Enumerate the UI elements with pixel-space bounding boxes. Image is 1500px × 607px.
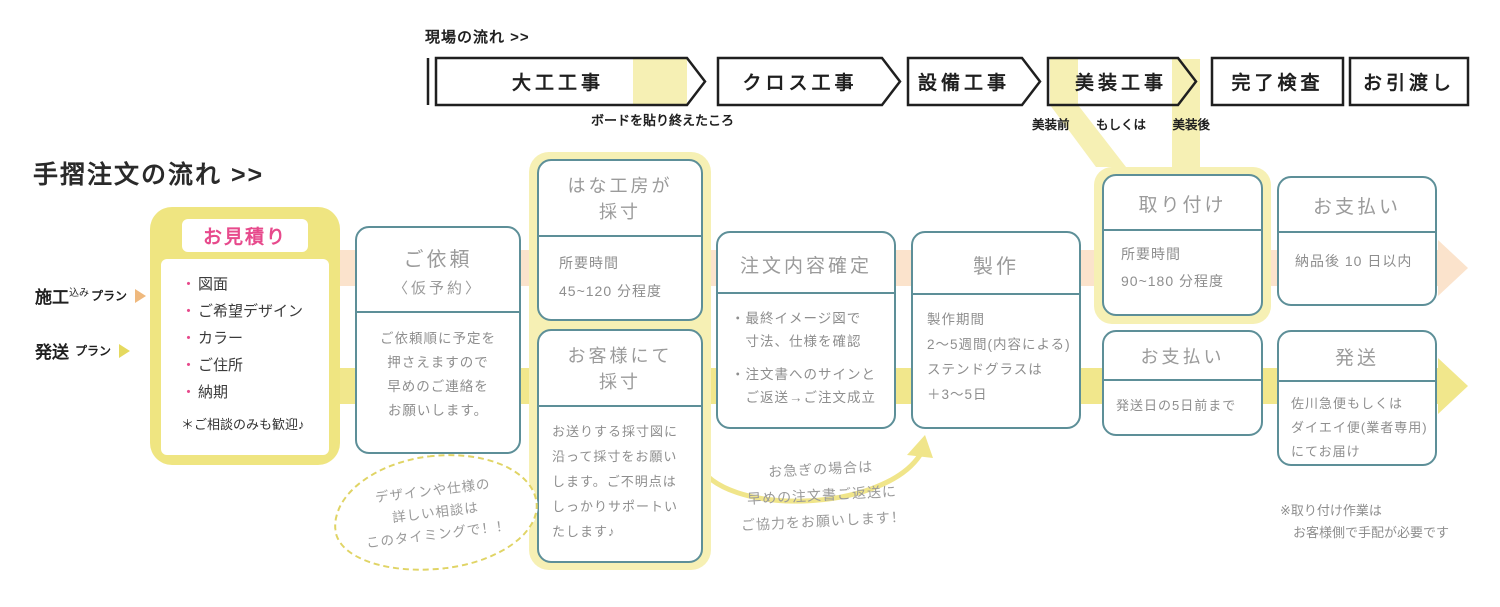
quote-title: お見積り [202,227,287,248]
payment-before-ship-box: お支払い 発送日の5日前まで [1102,330,1263,436]
divider [913,293,1079,295]
install-box: 取り付け 所要時間 90~180 分程度 [1102,174,1263,316]
before-cleaning-label: 美装前 [1032,118,1070,132]
divider [1104,229,1261,231]
site-flow-step-handover: お引渡し [1362,72,1455,94]
before-cleaning-highlight [1050,59,1078,105]
quote-box: お見積り ・図面 ・ご希望デザイン ・カラー ・ご住所 ・納期 ＊ご相談のみも歓… [150,207,340,465]
board-phase-highlight [633,59,687,104]
order-flow-heading: 手摺注文の流れ >> [33,161,265,189]
quote-item: ・カラー [181,325,329,352]
measure-customer-title: お客様にて 採寸 [567,346,673,392]
plan-shipping-arrow-icon [119,343,131,358]
plan-construction-small: 込み [69,288,89,299]
measure-customer-box: お客様にて 採寸 お送りする採寸図に 沿って採寸をお願い します。ご不明点は し… [537,329,703,563]
plan-construction-main: 施工 [35,288,69,307]
install-title: 取り付け [1138,195,1227,216]
payment-before-ship-title: お支払い [1140,347,1225,367]
payment-after-install-box: お支払い 納品後 10 日以内 [1277,176,1437,306]
site-flow-step-equipment: 設備工事 [917,72,1010,94]
site-flow-step-cleaning: 美装工事 [1074,72,1167,94]
rush-arrow-icon [695,435,933,504]
shipping-body: 佐川急便もしくは ダイエイ便(業者専用) にてお届け [1291,396,1428,459]
measure-shop-box: はな工房が 採寸 所要時間 45~120 分程度 [537,159,703,321]
after-cleaning-label: 美装後 [1172,118,1210,132]
request-body: ご依頼順に予定を 押さえますので 早めのご連絡を お願いします。 [380,331,496,418]
divider [1279,380,1435,382]
shipping-plan-arrowhead-icon [1438,358,1468,414]
divider [1104,379,1261,381]
divider [718,292,894,294]
quote-item: ・納期 [181,379,329,406]
production-box: 製作 製作期間 2〜5週間(内容による) ステンドグラスは ＋3〜5日 [911,231,1081,429]
bullet-icon: ・ [181,357,197,374]
quote-content: ・図面 ・ご希望デザイン ・カラー ・ご住所 ・納期 ＊ご相談のみも歓迎♪ [161,259,329,455]
measure-shop-title: はな工房が 採寸 [567,176,673,222]
shipping-box: 発送 佐川急便もしくは ダイエイ便(業者専用) にてお届け [1277,330,1437,466]
quote-item: ・図面 [181,271,329,298]
divider [539,405,701,407]
confirm-body-2: ・注文書へのサインと ご返送→ご注文成立 [731,367,876,405]
divider [1279,231,1435,233]
bullet-icon: ・ [181,276,197,293]
board-note: ボードを貼り終えたころ [590,113,734,128]
quote-item-text: 図面 [198,276,229,293]
cleaning-timing-labels: 美装前 もしくは 美装後 [1032,114,1210,133]
confirm-box: 注文内容確定 ・最終イメージ図で 寸法、仕様を確認 ・注文書へのサインと ご返送… [716,231,896,429]
design-consult-bubble: デザインや仕様の 詳しい相談は このタイミングで！！ [326,442,545,583]
quote-title-pill: お見積り [182,219,308,252]
divider [539,235,701,237]
bullet-icon: ・ [181,384,197,401]
divider [357,311,519,313]
site-flow-step-inspection: 完了検査 [1231,72,1324,94]
bullet-icon: ・ [181,330,197,347]
payment-after-install-title: お支払い [1312,197,1401,218]
quote-item-text: カラー [198,330,244,347]
or-label: もしくは [1095,118,1146,132]
site-flow-heading: 現場の流れ >> [425,29,530,46]
shipping-title: 発送 [1334,348,1379,369]
quote-item: ・ご希望デザイン [181,298,329,325]
after-cleaning-highlight [1172,59,1200,168]
install-body: 所要時間 90~180 分程度 [1121,246,1224,289]
confirm-body-1: ・最終イメージ図で 寸法、仕様を確認 [731,311,862,349]
rush-note: お急ぎの場合は 早めの注文書ご返送に ご協力をお願いします！ [740,458,907,534]
bullet-icon: ・ [181,303,197,320]
fork-left-prong [1050,105,1126,167]
measure-customer-body: お送りする採寸図に 沿って採寸をお願い します。ご不明点は しっかりサポートい … [552,424,679,539]
install-note: ※取り付け作業は お客様側で手配が必要です [1280,503,1450,540]
quote-item-text: 納期 [198,384,229,401]
request-box: ご依頼 〈仮予約〉 ご依頼順に予定を 押さえますので 早めのご連絡を お願いしま… [355,226,521,454]
confirm-title: 注文内容確定 [739,256,872,277]
quote-item: ・ご住所 [181,352,329,379]
plan-construction-arrow-icon [135,288,147,303]
design-consult-text: デザインや仕様の 詳しい相談は このタイミングで！！ [365,475,511,551]
request-subtitle: 〈仮予約〉 [392,280,483,297]
construction-plan-arrowhead-icon [1438,240,1468,296]
plan-shipping-suffix: プラン [75,344,112,358]
payment-before-ship-body: 発送日の5日前まで [1116,398,1237,413]
plan-shipping-main: 発送 [35,343,69,362]
production-body: 製作期間 2〜5週間(内容による) ステンドグラスは ＋3〜5日 [927,312,1071,402]
quote-note: ＊ご相談のみも歓迎♪ [181,417,305,432]
site-flow-ribbon [426,56,1470,168]
quote-item-text: ご希望デザイン [198,303,304,320]
quote-item-text: ご住所 [198,357,244,374]
measure-shop-body: 所要時間 45~120 分程度 [559,255,662,299]
site-flow-step-wallpaper: クロス工事 [742,72,858,94]
site-flow-step-carpentry: 大工工事 [511,72,604,94]
plan-shipping-label: 発送 プラン [35,338,131,363]
plan-construction-suffix: プラン [91,289,128,303]
plan-construction-label: 施工 込み プラン [35,283,147,308]
production-title: 製作 [973,256,1019,278]
request-title: ご依頼 [403,249,473,271]
payment-after-install-body: 納品後 10 日以内 [1295,253,1413,269]
